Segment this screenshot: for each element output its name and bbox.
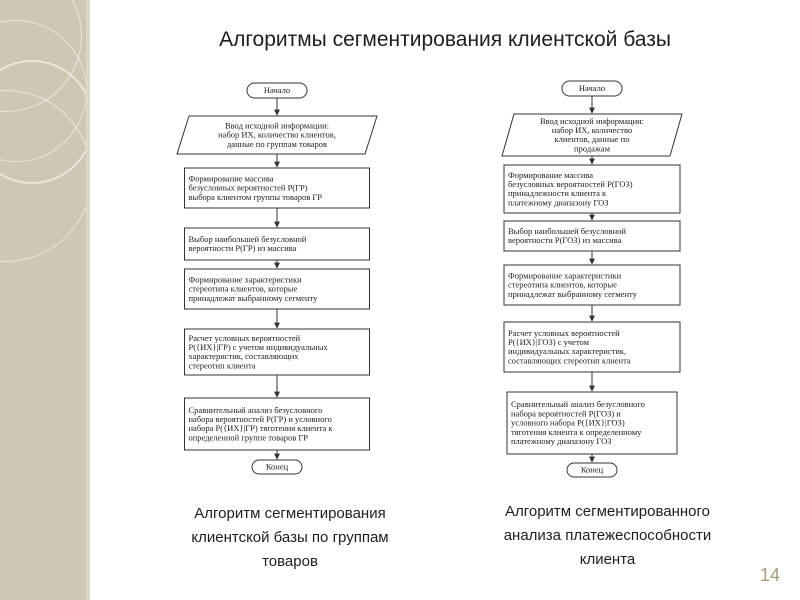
io-shape xyxy=(176,115,378,155)
flow-node-text: Формирование массива xyxy=(189,173,274,183)
flow-node-text: Сравнительный анализ безусловного xyxy=(189,405,323,415)
flow-node-text: данные по группам товаров xyxy=(227,139,327,149)
caption-left-line: клиентской базы по группам xyxy=(191,529,389,546)
flow-node-text: Ввод исходной информации: xyxy=(540,116,644,126)
decorative-side-panel xyxy=(0,0,90,600)
flow-node-text: безусловных вероятностей P(ГР) xyxy=(189,183,308,193)
flow-node-text: вероятности P(ГР) из массива xyxy=(189,243,297,253)
process-shape xyxy=(503,220,681,252)
process-shape xyxy=(184,328,370,376)
flow-node-start: Начало xyxy=(246,82,308,99)
flow-node-text: Формирование характеристики xyxy=(508,270,622,280)
process-shape xyxy=(184,167,370,209)
flow-node-p2: Выбор наибольшей безусловнойвероятности … xyxy=(503,220,681,252)
flow-node-text: клиентов, данные по xyxy=(555,134,630,144)
flow-node-input: Ввод исходной информации:набор ИХ, колич… xyxy=(176,115,378,155)
terminator-shape xyxy=(246,82,308,99)
flow-node-text: Начало xyxy=(264,85,290,95)
flow-node-text: индивидуальных характеристик, xyxy=(508,346,626,356)
flow-node-p4: Расчет условных вероятностейP({ИХ}|ГОЗ) … xyxy=(503,321,681,373)
flow-node-text: набора вероятностей P(ГР) и условного xyxy=(189,414,332,424)
flow-node-text: набор ИХ, количество клиентов, xyxy=(218,130,336,140)
flow-node-text: платежному диапазону ГОЗ xyxy=(508,197,609,207)
process-shape xyxy=(184,397,370,451)
flow-node-text: P({ИХ}|ГОЗ) с учетом xyxy=(508,337,590,347)
flow-node-start: Начало xyxy=(561,80,623,97)
flow-node-text: Расчет условных вероятностей xyxy=(508,328,620,338)
flow-node-text: Ввод исходной информации: xyxy=(225,120,329,130)
caption-right-line: анализа платежеспособности xyxy=(503,527,712,544)
flow-node-text: продажам xyxy=(574,143,611,153)
flow-node-text: стереотипа клиентов, которые xyxy=(189,284,298,294)
flow-node-text: вероятности P(ГОЗ) из массива xyxy=(508,235,622,245)
flow-node-p5: Сравнительный анализ безусловногонабора … xyxy=(184,397,370,451)
flow-node-text: Конец xyxy=(266,462,289,472)
process-shape xyxy=(506,391,678,455)
flow-node-text: безусловных вероятностей P(ГОЗ) xyxy=(508,179,633,189)
flow-node-text: стереотипа клиентов, которые xyxy=(508,280,617,290)
io-shape xyxy=(501,113,683,157)
process-shape xyxy=(503,164,681,214)
flow-node-text: Выбор наибольшей безусловной xyxy=(508,226,626,236)
flow-node-text: принадлежат выбранному сегменту xyxy=(189,293,319,303)
flow-node-text: Формирование характеристики xyxy=(189,274,303,284)
process-shape xyxy=(503,264,681,306)
flow-node-text: Расчет условных вероятностей xyxy=(189,333,301,343)
flow-node-text: тяготения клиента к определенному xyxy=(511,427,642,437)
flow-node-text: Конец xyxy=(581,465,604,475)
flow-node-text: принадлежат выбранному сегменту xyxy=(508,289,638,299)
terminator-shape xyxy=(251,459,303,475)
flow-node-text: выбора клиентом группы товаров ГР xyxy=(189,192,323,202)
slide-title: Алгоритмы сегментирования клиентской баз… xyxy=(219,28,671,51)
flow-node-text: P({ИХ}|ГР) с учетом индивидуальных xyxy=(189,342,329,352)
page-number: 14 xyxy=(760,565,781,585)
terminator-shape xyxy=(561,80,623,97)
side-panel-edge xyxy=(86,0,90,600)
caption-right: Алгоритм сегментированного анализа плате… xyxy=(470,500,745,572)
process-shape xyxy=(503,321,681,373)
caption-left-line: Алгоритм сегментирования xyxy=(194,505,386,522)
flow-node-text: определенной группе товаров ГР xyxy=(189,432,309,442)
flow-node-end: Конец xyxy=(566,462,618,478)
flow-node-text: составляющих стереотип клиента xyxy=(508,355,631,365)
flow-node-text: Сравнительный анализ безусловного xyxy=(511,399,645,409)
flow-node-text: набор ИХ, количество xyxy=(552,125,632,135)
flow-node-input: Ввод исходной информации:набор ИХ, колич… xyxy=(501,113,683,157)
process-shape xyxy=(184,227,370,261)
caption-right-line: клиента xyxy=(579,551,636,568)
flow-node-text: Начало xyxy=(579,83,605,93)
caption-left: Алгоритм сегментирования клиентской базы… xyxy=(160,502,420,574)
flow-node-end: Конец xyxy=(251,459,303,475)
process-shape xyxy=(184,268,370,310)
caption-left-line: товаров xyxy=(262,553,318,570)
flow-node-p2: Выбор наибольшей безусловнойвероятности … xyxy=(184,227,370,261)
caption-right-line: Алгоритм сегментированного xyxy=(504,503,711,520)
flow-node-text: условного набора P({ИХ}|ГОЗ) xyxy=(511,418,625,428)
flow-node-text: набора P({ИХ}|ГР) тяготения клиента к xyxy=(189,423,334,433)
flow-node-text: набора вероятностей P(ГОЗ) и xyxy=(511,408,621,418)
terminator-shape xyxy=(566,462,618,478)
flow-node-text: характеристик, составляющих xyxy=(189,351,300,361)
flow-node-text: Формирование массива xyxy=(508,170,593,180)
flow-node-text: Выбор наибольшей безусловной xyxy=(189,234,307,244)
flow-node-text: платежному диапазону ГОЗ xyxy=(511,436,612,446)
flow-node-text: стереотип клиента xyxy=(189,360,256,370)
flow-node-text: принадлежности клиента к xyxy=(508,188,607,198)
flow-node-p5: Сравнительный анализ безусловногонабора … xyxy=(506,391,678,455)
